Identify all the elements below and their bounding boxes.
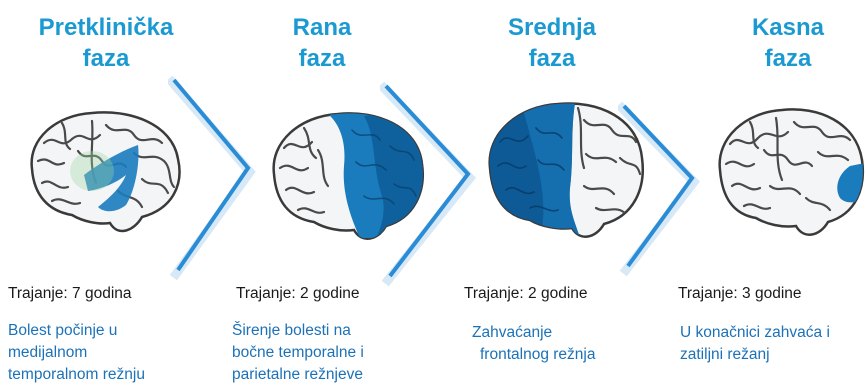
description-line: bočne temporalne i bbox=[232, 342, 364, 364]
description-line: medijalnom bbox=[8, 342, 145, 364]
stage-title-line1: Kasna bbox=[680, 12, 866, 43]
stage-title-line1: Rana bbox=[214, 12, 430, 43]
stage-title: Kasna faza bbox=[680, 12, 866, 74]
stage-duration: Trajanje: 3 godine bbox=[678, 285, 802, 303]
stage-description: Bolest počinje u medijalnom temporalnom … bbox=[8, 320, 145, 386]
stage-duration: Trajanje: 2 godine bbox=[464, 285, 588, 303]
description-line: Bolest počinje u bbox=[8, 320, 145, 342]
description-line: Širenje bolesti na bbox=[232, 320, 364, 342]
brain-illustration bbox=[710, 102, 866, 244]
stage-title-line1: Pretklinička bbox=[0, 12, 214, 43]
stage-description: U konačnici zahvaća i zatiljni režanj bbox=[680, 322, 830, 366]
stage-duration: Trajanje: 7 godina bbox=[8, 285, 132, 303]
stage-title: Srednja faza bbox=[444, 12, 660, 74]
stage-title-line1: Srednja bbox=[444, 12, 660, 43]
description-line: zatiljni režanj bbox=[680, 344, 830, 366]
stage-title-line2: faza bbox=[680, 43, 866, 74]
description-line: frontalnog režnja bbox=[472, 344, 595, 366]
stage-title-line2: faza bbox=[444, 43, 660, 74]
description-line: U konačnici zahvaća i bbox=[680, 322, 830, 344]
stage-duration: Trajanje: 2 godine bbox=[236, 285, 360, 303]
stage-title: Rana faza bbox=[214, 12, 430, 74]
description-line: temporalnom režnju bbox=[8, 364, 145, 386]
stage-description: Širenje bolesti na bočne temporalne i pa… bbox=[232, 320, 364, 386]
description-line: Zahvaćanje bbox=[472, 322, 595, 344]
stage-description: Zahvaćanje frontalnog režnja bbox=[472, 322, 595, 366]
brain-illustration bbox=[22, 103, 188, 238]
description-line: parietalne režnjeve bbox=[232, 364, 364, 386]
stage-late: Kasna faza Trajanje: 3 godine U konačnic… bbox=[650, 0, 866, 389]
